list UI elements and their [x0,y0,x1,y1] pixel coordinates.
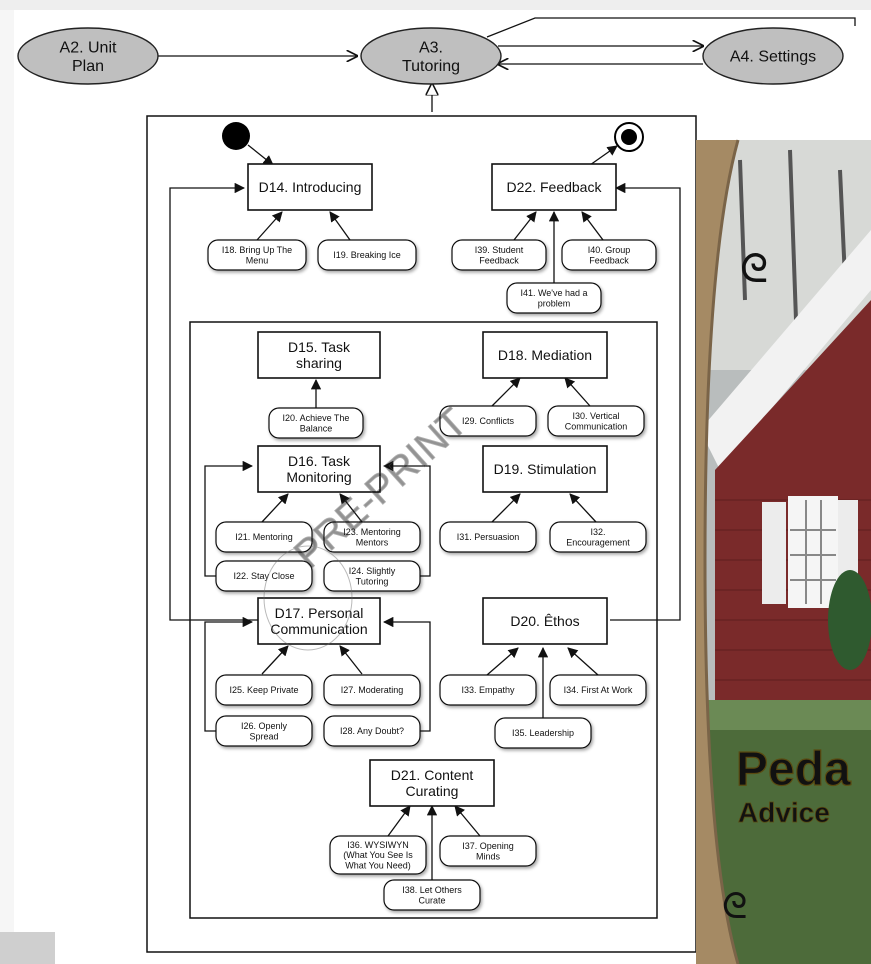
item-i27-label: I27. Moderating [341,685,404,695]
decision-d19-label: D19. Stimulation [494,461,597,477]
top-edges [156,17,856,112]
cover-ornament-bottom: ᘓ [722,885,747,926]
decision-d14-label: D14. Introducing [259,179,362,195]
item-i25-label: I25. Keep Private [229,685,298,695]
item-i28-label: I28. Any Doubt? [340,726,404,736]
decision-d20-label: D20. Êthos [510,613,579,629]
decision-d18[interactable]: D18. Mediation [482,331,608,379]
item-i22[interactable]: I22. Stay Close [215,560,313,592]
top-strip [0,0,871,10]
initial-node [222,122,250,150]
item-i21[interactable]: I21. Mentoring [215,521,313,553]
activity-a3-label: A3.Tutoring [402,39,460,74]
bottom-left-shadow [0,932,55,964]
item-i34[interactable]: I34. First At Work [549,674,647,706]
item-i35-label: I35. Leadership [512,728,574,738]
item-i33-label: I33. Empathy [461,685,515,695]
cover-ornament-top: ᘓ [740,247,768,291]
activity-a4[interactable]: A4. Settings [702,27,844,85]
item-i28[interactable]: I28. Any Doubt? [323,715,421,747]
item-i32-label: I32.Encouragement [566,527,630,547]
item-i21-label: I21. Mentoring [235,532,293,542]
item-i19[interactable]: I19. Breaking Ice [317,239,417,271]
cover-title: Peda [736,743,851,796]
item-i33[interactable]: I33. Empathy [439,674,537,706]
item-i25[interactable]: I25. Keep Private [215,674,313,706]
item-i22-label: I22. Stay Close [233,571,294,581]
item-i31[interactable]: I31. Persuasion [439,521,537,553]
item-i31-label: I31. Persuasion [457,532,520,542]
inner-edges [169,144,681,880]
item-i29[interactable]: I29. Conflicts [439,405,537,437]
item-i34-label: I34. First At Work [564,685,633,695]
decision-d14[interactable]: D14. Introducing [247,163,373,211]
item-i19-label: I19. Breaking Ice [333,250,401,260]
decision-d18-label: D18. Mediation [498,347,592,363]
book-cover-image: ᘓ ᘓ Peda Advice [696,139,871,964]
item-i29-label: I29. Conflicts [462,416,515,426]
decision-d19[interactable]: D19. Stimulation [482,445,608,493]
final-node [614,122,644,152]
activity-a4-label: A4. Settings [730,49,816,66]
item-i27[interactable]: I27. Moderating [323,674,421,706]
decision-d22[interactable]: D22. Feedback [491,163,617,211]
item-i35[interactable]: I35. Leadership [494,717,592,749]
item-i32[interactable]: I32.Encouragement [549,521,647,553]
decision-d22-label: D22. Feedback [507,179,603,195]
left-gray-band [0,10,14,964]
activity-a3[interactable]: A3.Tutoring [360,27,502,85]
decision-d20[interactable]: D20. Êthos [482,597,608,645]
cover-subtitle: Advice [738,797,830,828]
